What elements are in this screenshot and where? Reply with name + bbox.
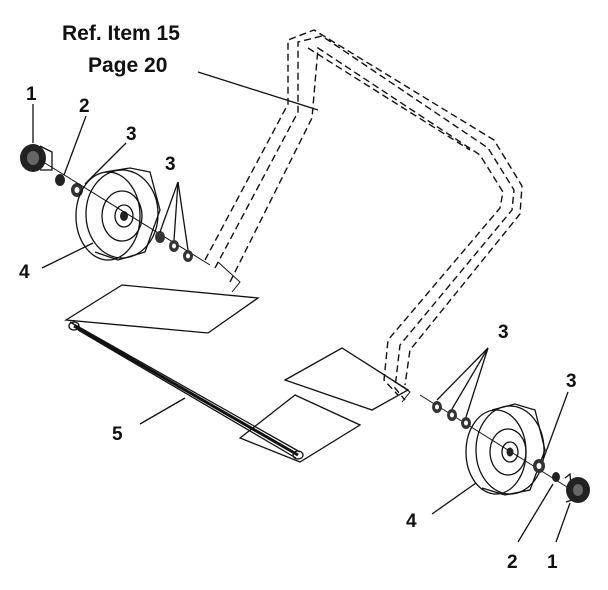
callout-5: 5 bbox=[112, 424, 123, 445]
right-outer-washer bbox=[552, 472, 560, 482]
callout-4-right: 4 bbox=[406, 511, 417, 532]
callout-3-left-inner: 3 bbox=[165, 154, 176, 175]
left-inner-spacers bbox=[155, 231, 193, 262]
callout-3-right-inner: 3 bbox=[498, 322, 509, 343]
reference-line-1: Ref. Item 15 bbox=[62, 22, 180, 45]
callout-3-left-outer: 3 bbox=[126, 124, 137, 145]
right-wheel-assembly bbox=[419, 394, 590, 503]
right-outer-spacer bbox=[533, 459, 545, 473]
left-outer-washer bbox=[55, 174, 65, 186]
leader-lines bbox=[32, 104, 571, 543]
callout-2-left: 2 bbox=[79, 96, 90, 117]
axle-rod bbox=[68, 321, 304, 460]
left-hub-cap bbox=[20, 144, 53, 172]
callout-1-left: 1 bbox=[26, 84, 37, 105]
reference-line-2: Page 20 bbox=[88, 54, 167, 77]
mounting-plate bbox=[64, 284, 410, 463]
handle-frame bbox=[204, 29, 523, 403]
callout-2-right: 2 bbox=[507, 552, 518, 573]
callout-3-right-outer: 3 bbox=[566, 371, 577, 392]
callout-labels: 1 2 3 3 4 5 3 3 4 2 1 bbox=[19, 84, 577, 573]
right-hub-cap bbox=[564, 472, 590, 503]
right-inner-spacers bbox=[432, 401, 471, 429]
left-wheel bbox=[75, 167, 161, 261]
callout-4-left: 4 bbox=[19, 262, 30, 283]
right-wheel bbox=[465, 403, 546, 496]
left-wheel-assembly bbox=[20, 144, 211, 266]
callout-1-right: 1 bbox=[547, 552, 558, 573]
reference-leader-line bbox=[197, 71, 319, 111]
